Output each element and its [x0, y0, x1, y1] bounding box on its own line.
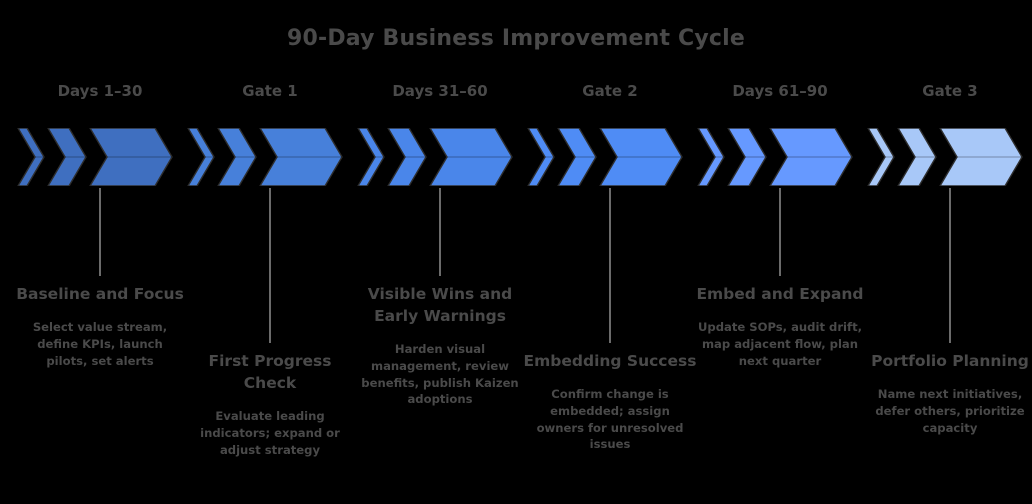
stage-header-5: Days 61–90: [732, 82, 828, 100]
chevron-5-1[interactable]: [697, 128, 725, 186]
stage-description-1: Select value stream, define KPIs, launch…: [32, 320, 168, 368]
chevron-6-1[interactable]: [867, 128, 895, 186]
chevron-1-2[interactable]: [47, 128, 87, 186]
chevron-4-1[interactable]: [527, 128, 555, 186]
chevron-2-1[interactable]: [187, 128, 215, 186]
stage-title-6: Portfolio Planning: [871, 352, 1029, 370]
stage-header-2: Gate 1: [242, 82, 298, 100]
chevron-4-3[interactable]: [599, 128, 683, 186]
chevron-group-5[interactable]: [694, 128, 866, 186]
connector-line-6: [949, 188, 951, 343]
stage-description-3: Harden visual management, review benefit…: [361, 342, 519, 407]
chevron-3-2[interactable]: [387, 128, 427, 186]
stage-description-4: Confirm change is embedded; assign owner…: [536, 387, 684, 452]
stage-description-6: Name next initiatives, defer others, pri…: [875, 387, 1025, 435]
chevron-6-3[interactable]: [939, 128, 1023, 186]
chevron-group-3[interactable]: [354, 128, 526, 186]
stage-description-5: Update SOPs, audit drift, map adjacent f…: [697, 320, 863, 368]
chevron-3-3[interactable]: [429, 128, 513, 186]
chevron-2-3[interactable]: [259, 128, 343, 186]
stage-title-1: Baseline and Focus: [16, 285, 184, 303]
chevron-3-1[interactable]: [357, 128, 385, 186]
chevron-5-2[interactable]: [727, 128, 767, 186]
chevron-group-4[interactable]: [524, 128, 696, 186]
chevron-5-3[interactable]: [769, 128, 853, 186]
stage-title-3: Visible Wins and Early Warnings: [367, 285, 513, 325]
stage-title-4: Embedding Success: [523, 352, 697, 370]
chevron-group-6[interactable]: [864, 128, 1032, 186]
stage-header-3: Days 31–60: [392, 82, 488, 100]
stage-header-6: Gate 3: [922, 82, 978, 100]
stage-title-5: Embed and Expand: [696, 285, 864, 303]
page-title: 90-Day Business Improvement Cycle: [286, 26, 746, 51]
chevron-4-2[interactable]: [557, 128, 597, 186]
chevron-1-1[interactable]: [17, 128, 45, 186]
connector-line-2: [269, 188, 271, 343]
connector-line-3: [439, 188, 441, 276]
chevron-6-2[interactable]: [897, 128, 937, 186]
stage-description-2: Evaluate leading indicators; expand or a…: [200, 409, 340, 457]
stage-header-1: Days 1–30: [57, 82, 143, 100]
connector-line-1: [99, 188, 101, 276]
chevron-group-2[interactable]: [184, 128, 356, 186]
connector-line-5: [779, 188, 781, 276]
chevron-2-2[interactable]: [217, 128, 257, 186]
connector-line-4: [609, 188, 611, 343]
stage-header-4: Gate 2: [582, 82, 638, 100]
chevron-group-1[interactable]: [14, 128, 186, 186]
stage-title-2: First Progress Check: [208, 352, 332, 392]
chevron-1-3[interactable]: [89, 128, 173, 186]
